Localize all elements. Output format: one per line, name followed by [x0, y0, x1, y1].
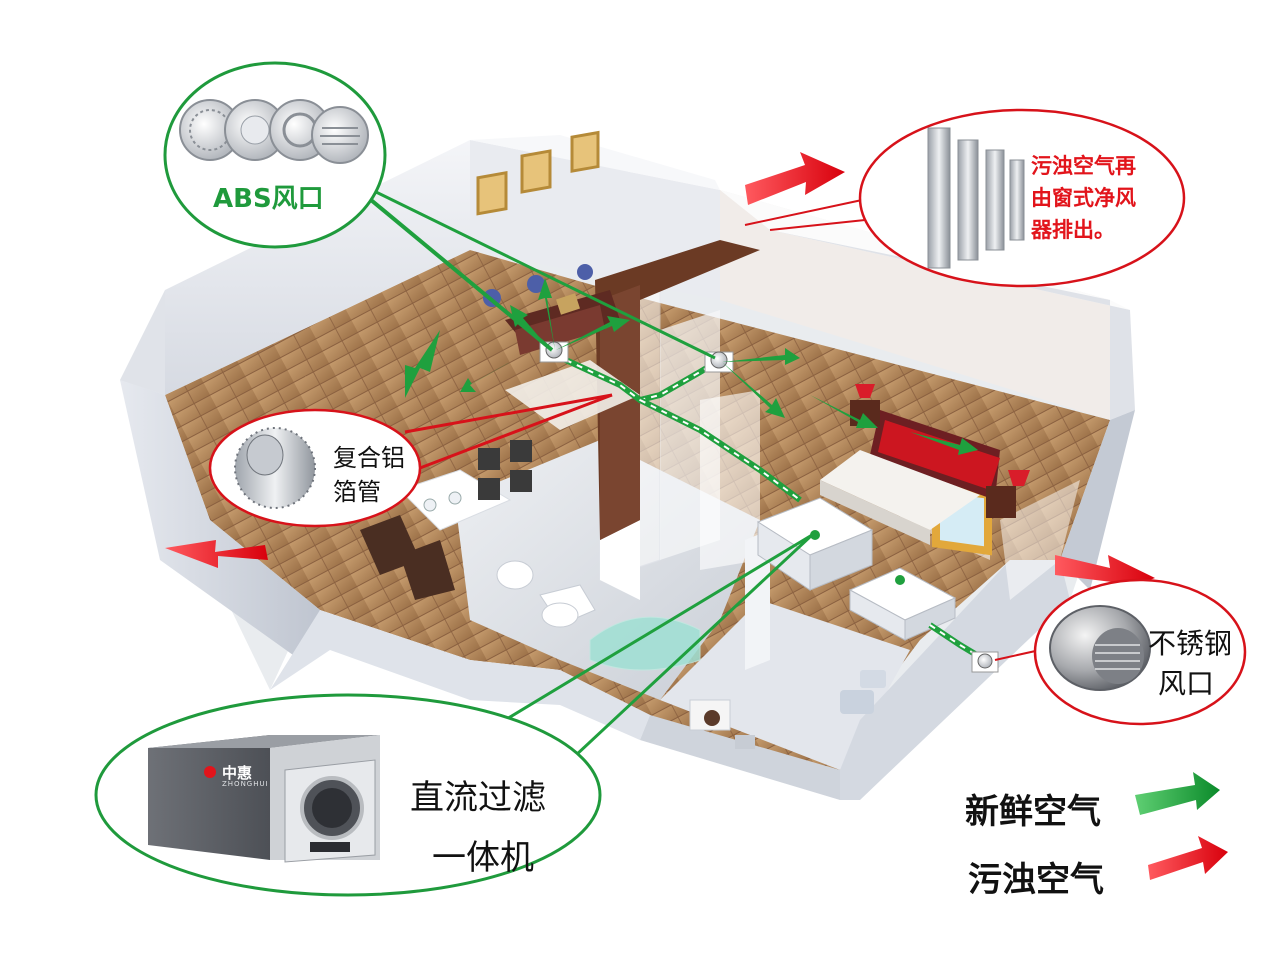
kitchen-floor [660, 600, 910, 770]
unit-label-line2: 一体机 [432, 838, 534, 878]
window-grille-icon [927, 127, 1025, 269]
unit-callout [94, 693, 602, 897]
legend-exhaust-label: 污浊空气 [968, 860, 1104, 900]
foil-duct-label-line1: 复合铝 [333, 444, 405, 472]
legend-fresh-label: 新鲜空气 [965, 792, 1101, 832]
exhaust-grille-callout [858, 108, 1186, 288]
red-arrow-icon [1148, 836, 1228, 880]
exhaust-grille-label-line3: 器排出。 [1031, 218, 1115, 242]
ceiling-ventilation-units [756, 497, 957, 641]
exhaust-grille-label-line1: 污浊空气再 [1031, 154, 1136, 178]
ventilation-unit-icon [148, 735, 380, 863]
foil-duct-callout [208, 408, 422, 528]
steel-vent-callout [1033, 578, 1247, 726]
green-arrow-icon [1135, 772, 1220, 815]
steel-vent-label-line2: 风口 [1158, 667, 1215, 700]
steel-vent-label-line1: 不锈钢 [1148, 627, 1233, 660]
callout-leaders [363, 188, 1041, 772]
exhaust-grille-label-line2: 由窗式净风 [1031, 186, 1136, 210]
duct-routes [553, 352, 987, 663]
unit-brand-sub: ZHONGHUI [222, 780, 269, 788]
round-vent-icon [179, 99, 369, 164]
abs-vent-label: ABS风口 [213, 184, 324, 214]
abs-vent-callout [163, 61, 387, 249]
legend-arrows [1135, 772, 1228, 880]
foil-duct-label-line2: 箔管 [333, 478, 381, 506]
steel-hood-icon [1049, 605, 1151, 691]
unit-label-line1: 直流过滤 [410, 778, 546, 818]
flex-duct-icon [234, 427, 316, 509]
unit-brand-logo: 中惠 [222, 764, 253, 782]
